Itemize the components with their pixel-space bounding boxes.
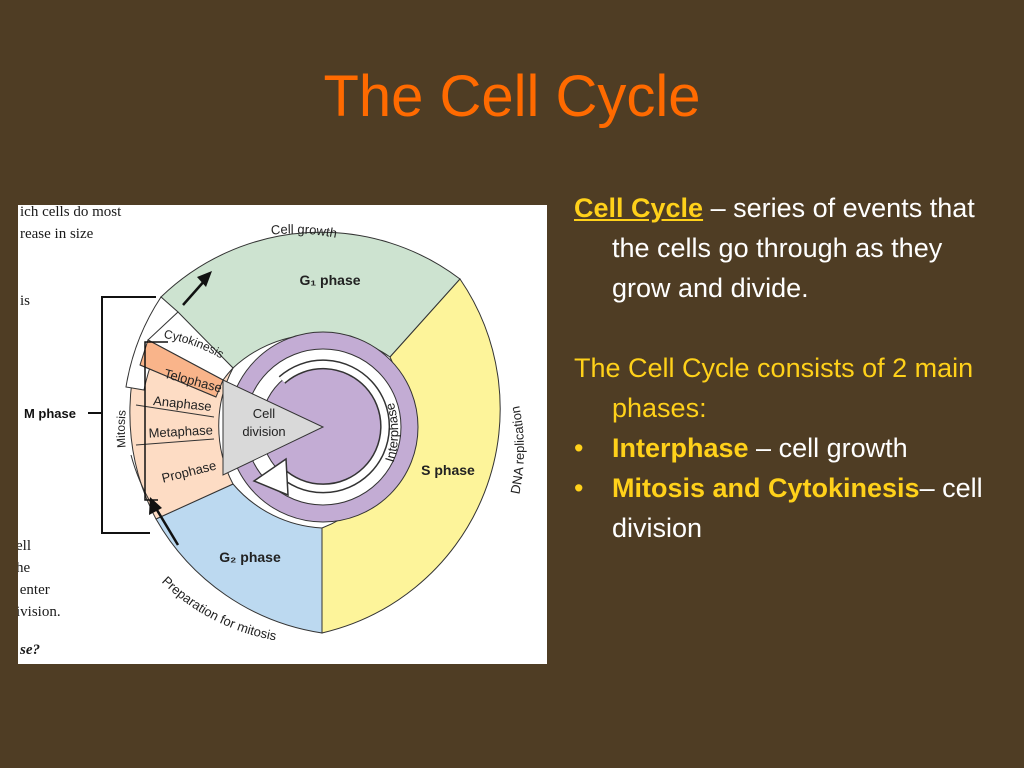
g2-phase-segment: [155, 483, 323, 634]
mitosis-label: Mitosis: [114, 409, 129, 448]
g1-phase-label: G₁ phase: [299, 272, 360, 288]
dna-replication-label: DNA replication: [507, 405, 526, 495]
bullet-rest: – cell division: [612, 473, 983, 543]
cell-growth-label: Cell growth: [270, 222, 338, 241]
definition-rest: – series of events that the cells go thr…: [612, 193, 975, 303]
cell-cycle-diagram: Cell growth G₁ phase S phase DNA replica…: [24, 222, 527, 644]
bullet-dot: •: [574, 473, 584, 503]
side-text-question: se?: [20, 642, 40, 658]
bullet-term: Interphase: [612, 433, 749, 463]
list-item: • Mitosis and Cytokinesis– cell division: [574, 468, 1004, 548]
g2-phase-label: G₂ phase: [219, 549, 281, 565]
cytokinesis-arrow-head: [197, 271, 212, 287]
phase-list: • Interphase – cell growth • Mitosis and C…: [574, 428, 1004, 548]
anaphase-label: Anaphase: [153, 393, 213, 414]
cell-division-wedge: [222, 379, 325, 476]
prep-arrow-head: [149, 497, 162, 515]
interphase-arrow-head: [252, 457, 289, 497]
consists-paragraph: The Cell Cycle consists of 2 main phases…: [574, 353, 974, 423]
side-text-top: ich cells do most rease in size: [20, 205, 122, 242]
s-phase-label: S phase: [421, 462, 475, 478]
g1-phase-segment: [160, 231, 461, 369]
side-text-bottom: ell he enter ivision.: [18, 538, 61, 620]
side-text-is: is: [20, 293, 31, 309]
bullet-dot: •: [574, 433, 584, 463]
interphase-label: Interphase: [382, 401, 401, 463]
bullet-term: Mitosis and Cytokinesis: [612, 473, 920, 503]
list-item: • Interphase – cell growth: [574, 428, 1004, 468]
m-phase-label: M phase: [24, 406, 76, 421]
cell-division-label-line1: Cell: [253, 406, 276, 421]
definition-paragraph: Cell Cycle – series of events that the c…: [574, 188, 1004, 308]
bullet-rest: – cell growth: [748, 433, 908, 463]
definition-term: Cell Cycle: [574, 193, 704, 223]
slide-title: The Cell Cycle: [323, 64, 701, 129]
cell-division-label-line2: division: [242, 424, 285, 439]
metaphase-label: Metaphase: [148, 422, 213, 440]
cell-cycle-figure: ich cells do most rease in size is ell h…: [18, 205, 547, 664]
text-panel: Cell Cycle – series of events that the c…: [574, 188, 1004, 548]
